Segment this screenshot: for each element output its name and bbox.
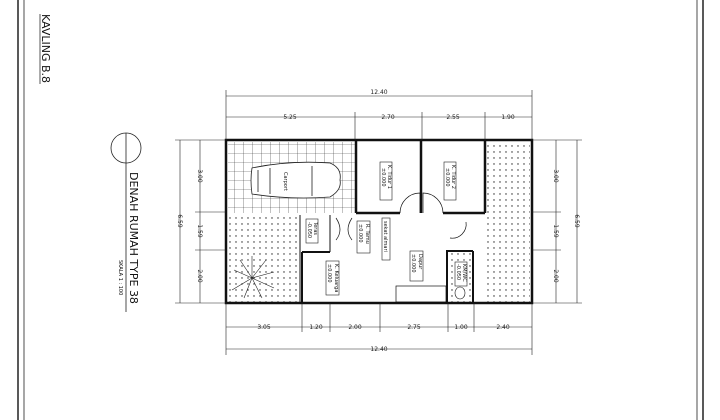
teras-name: Teras xyxy=(312,221,318,235)
dim-left-1: 3.00 xyxy=(196,169,203,183)
front-garden xyxy=(228,215,300,302)
dim-top-4: 1.90 xyxy=(501,114,515,121)
sekat-almari-label: sekat almari xyxy=(382,221,388,252)
dim-right-3: 2.00 xyxy=(552,269,559,283)
walls xyxy=(224,138,534,305)
car-icon xyxy=(250,161,341,199)
side-garden xyxy=(486,143,530,302)
keluarga-level: ±0.000 xyxy=(326,264,332,283)
dim-top-total: 12.40 xyxy=(370,89,387,96)
dapur-level: ±0.000 xyxy=(410,254,416,273)
dim-top-2: 2.70 xyxy=(381,114,395,121)
drawing-title: DENAH RUMAH TYPE 38 xyxy=(127,172,140,304)
dim-bottom-3: 2.00 xyxy=(348,324,362,331)
dim-left-total: 6.59 xyxy=(176,214,183,228)
dim-left-2: 1.59 xyxy=(196,224,203,238)
plant-icon xyxy=(231,256,275,299)
dapur-name: Dapur xyxy=(417,254,423,270)
kmwc-name: KM/WC xyxy=(461,264,467,282)
dim-left-3: 2.00 xyxy=(196,269,203,283)
teras-level: -0.050 xyxy=(306,222,312,238)
tamu-level: ±0.000 xyxy=(357,224,363,243)
dim-bottom-2: 1.20 xyxy=(309,324,323,331)
dim-right-total: 6.59 xyxy=(573,214,580,228)
carport-label: Carport xyxy=(282,172,288,191)
room-labels: K. Tidur 1 ±0.000 K. Tidur 2 ±0.000 Tera… xyxy=(305,161,468,300)
dim-bottom-5: 1.00 xyxy=(454,324,468,331)
dim-top-3: 2.55 xyxy=(446,114,460,121)
sheet-frame xyxy=(17,0,704,420)
dim-bottom-1: 3.05 xyxy=(257,324,271,331)
kavling-label: KAVLING B.8 xyxy=(39,14,52,83)
tamu-name: R. Tamu xyxy=(364,224,370,244)
dim-top-1: 5.25 xyxy=(283,114,297,121)
dim-right-2: 1.59 xyxy=(552,224,559,238)
bed1-name: K. Tidur 1 xyxy=(386,165,392,189)
scale-label: SKALA 1 : 100 xyxy=(117,260,123,295)
dim-bottom-4: 2.75 xyxy=(407,324,421,331)
toilet-icon xyxy=(454,286,466,300)
bed1-level: ±0.000 xyxy=(380,168,386,187)
dim-right-1: 3.00 xyxy=(552,169,559,183)
kmwc-level: -0.050 xyxy=(455,264,461,280)
dimension-lines xyxy=(175,90,582,355)
title-block: KAVLING B.8 DENAH RUMAH TYPE 38 SKALA 1 … xyxy=(39,14,142,312)
bed2-name: K. Tidur 2 xyxy=(450,165,456,189)
keluarga-name: K. Keluarga xyxy=(333,264,339,292)
dim-bottom-6: 2.40 xyxy=(496,324,510,331)
dim-bottom-total: 12.40 xyxy=(370,346,387,353)
dimension-texts: 12.40 5.25 2.70 2.55 1.90 3.05 1.20 2.00… xyxy=(176,89,580,353)
bed2-level: ±0.000 xyxy=(444,168,450,187)
